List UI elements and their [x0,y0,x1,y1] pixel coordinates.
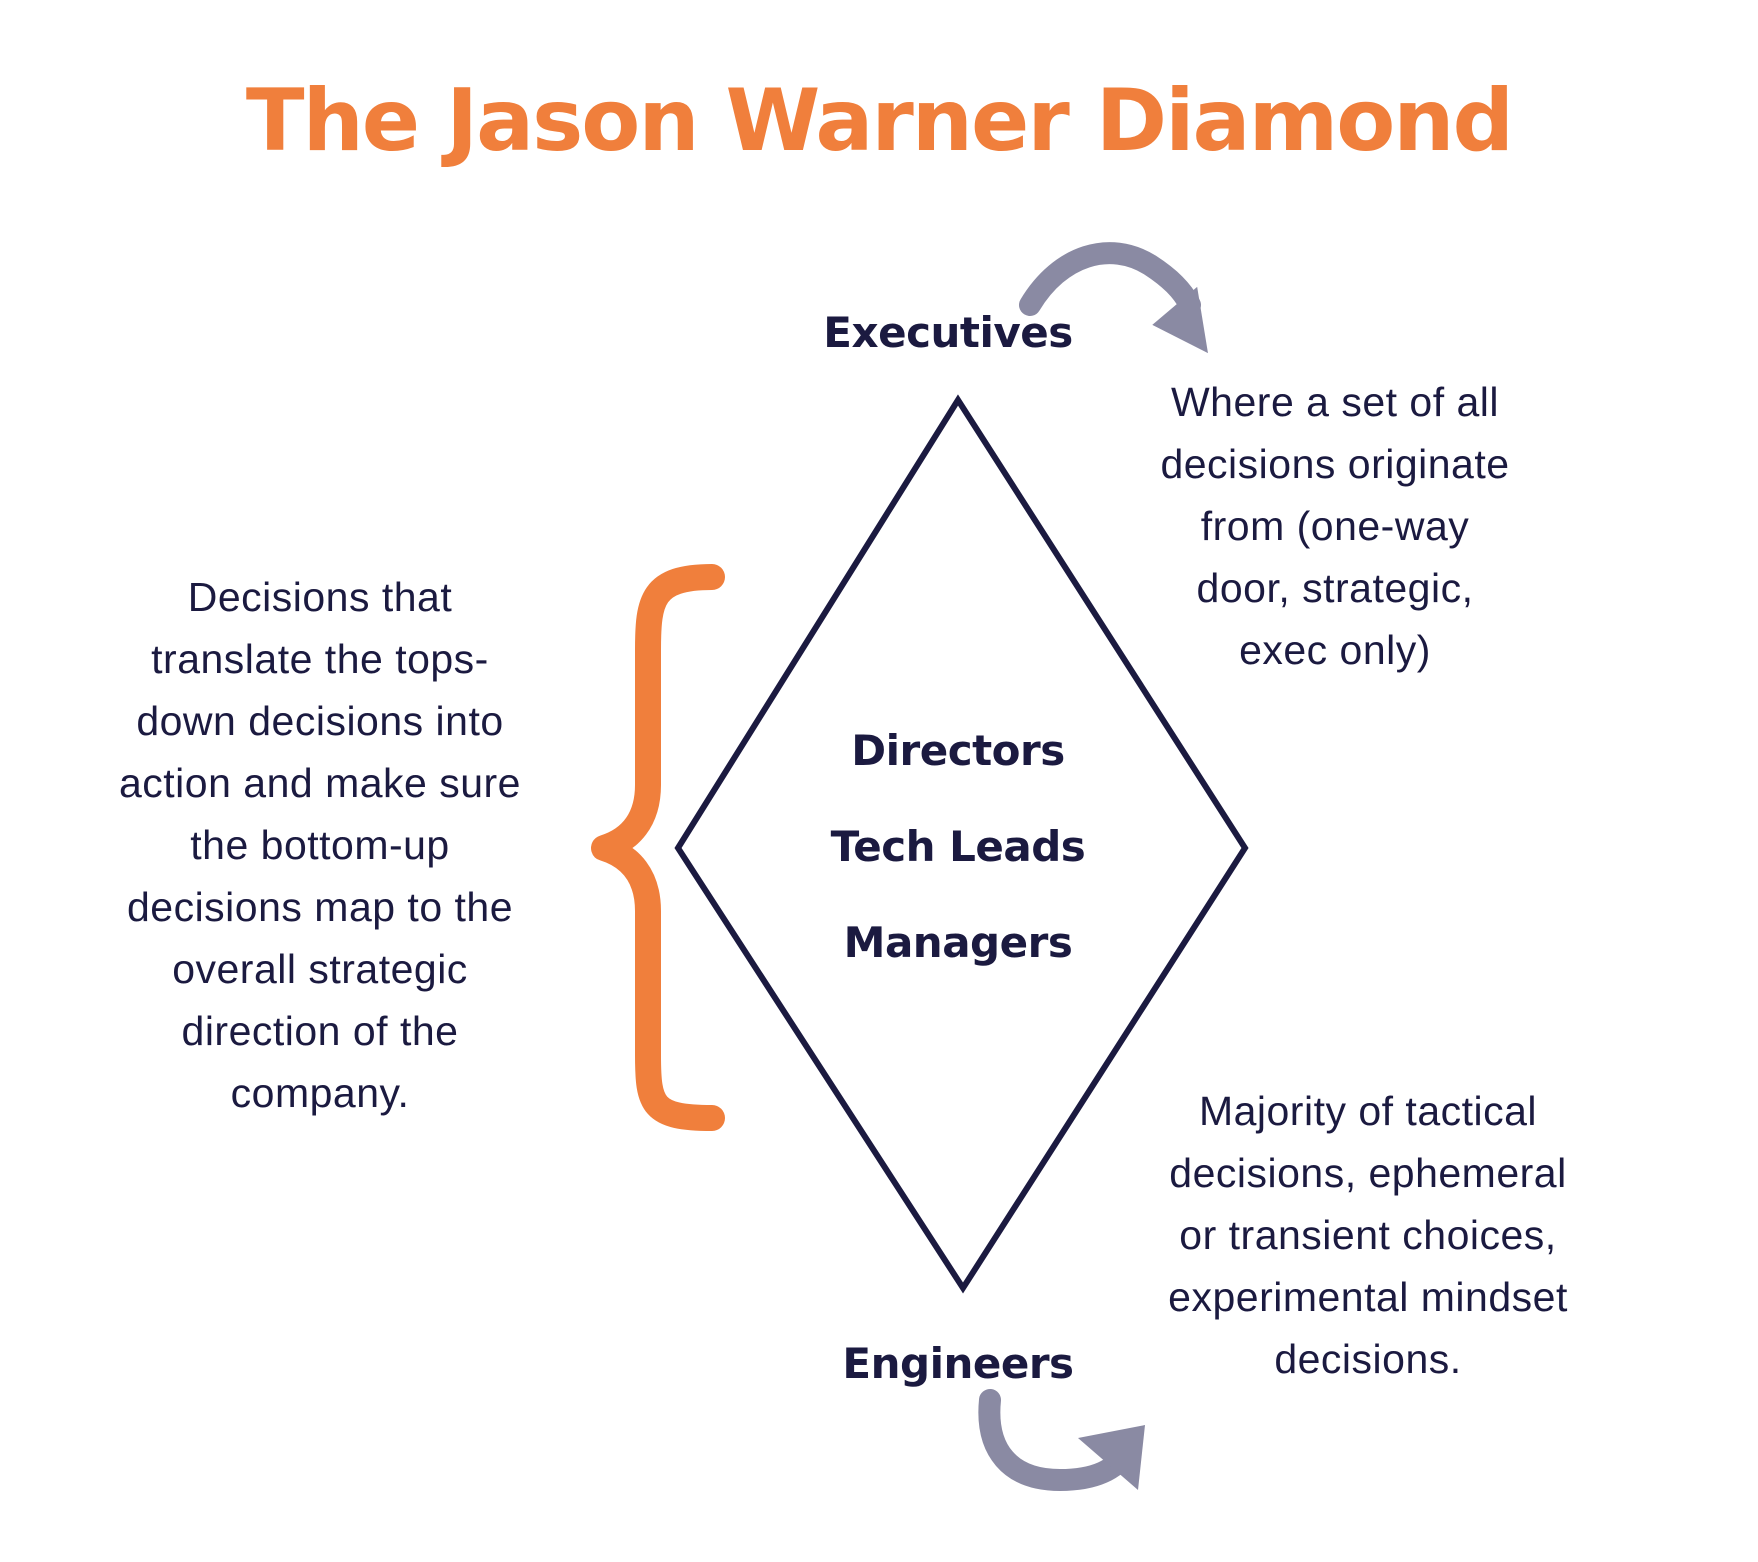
diamond-shape [674,394,1249,1294]
middle-management-description: Decisions that translate the tops- down … [80,566,560,1124]
desc-line: from (one-way [1200,503,1470,549]
diagram-title: The Jason Warner Diamond [245,71,1514,171]
desc-line: Where a set of all [1170,379,1500,425]
curved-arrow-icon-bottom [978,1389,1145,1492]
desc-line: decisions, ephemeral [1169,1150,1567,1196]
desc-line: Majority of tactical [1198,1088,1538,1134]
role-tech-leads: Tech Leads [830,822,1086,871]
desc-line: overall strategic [172,946,468,992]
desc-line: the bottom-up [190,822,450,868]
left-curly-brace-icon [591,564,725,1131]
role-engineers: Engineers [842,1339,1074,1388]
desc-line: door, strategic, [1196,565,1474,611]
role-executives: Executives [823,308,1073,357]
desc-line: exec only) [1239,627,1431,673]
executives-description: Where a set of all decisions originate f… [1100,371,1570,681]
desc-line: action and make sure [118,760,521,806]
desc-line: experimental mindset [1168,1274,1568,1320]
desc-line: decisions originate [1160,441,1510,487]
role-directors: Directors [851,726,1065,775]
role-managers: Managers [843,918,1073,967]
desc-line: company. [230,1070,410,1116]
desc-line: direction of the [181,1008,459,1054]
desc-line: or transient choices, [1179,1212,1557,1258]
desc-line: decisions map to the [126,884,514,930]
desc-line: Decisions that [187,574,453,620]
engineers-description: Majority of tactical decisions, ephemera… [1118,1080,1618,1390]
curved-arrow-icon-top [1019,242,1208,354]
desc-line: decisions. [1274,1336,1462,1382]
desc-line: down decisions into [136,698,504,744]
desc-line: translate the tops- [151,636,489,682]
